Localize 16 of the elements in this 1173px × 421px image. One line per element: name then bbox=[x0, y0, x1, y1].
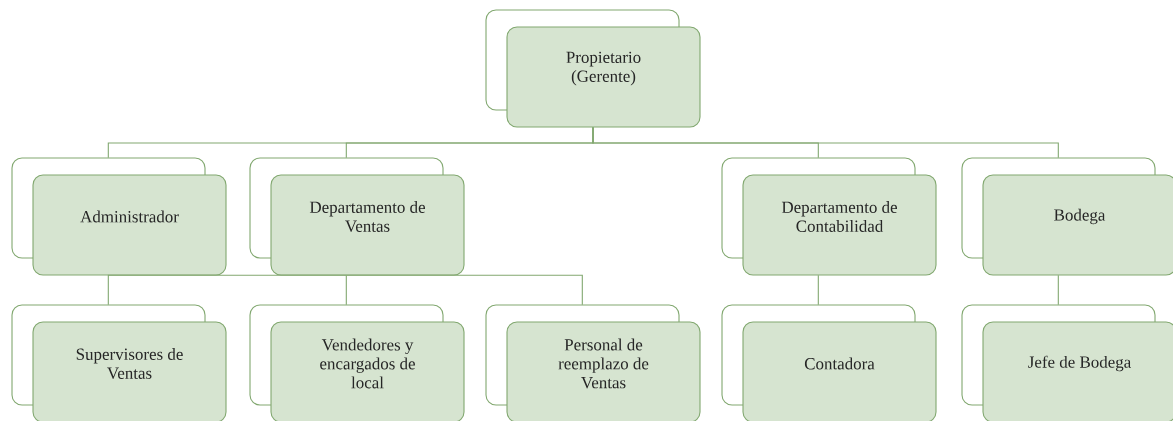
connector-line bbox=[1057, 274, 1059, 306]
org-chart-box: Supervisores de Ventas bbox=[11, 304, 227, 421]
org-chart-box: Contadora bbox=[721, 304, 937, 421]
connector-line bbox=[817, 274, 819, 306]
connector-line bbox=[345, 274, 347, 306]
org-chart-box: Personal de reemplazo de Ventas bbox=[485, 304, 701, 421]
connector-line bbox=[592, 126, 1059, 159]
connector-line bbox=[107, 274, 347, 306]
org-chart-box: Bodega bbox=[961, 157, 1173, 276]
org-chart-box: Jefe de Bodega bbox=[961, 304, 1173, 421]
org-chart-box: Departamento de Ventas bbox=[249, 157, 465, 276]
org-chart-box: Vendedores y encargados de local bbox=[249, 304, 465, 421]
org-chart-box: Propietario (Gerente) bbox=[485, 9, 701, 128]
org-chart-box: Departamento de Contabilidad bbox=[721, 157, 937, 276]
connector-line bbox=[345, 274, 583, 306]
org-chart-box: Administrador bbox=[11, 157, 227, 276]
